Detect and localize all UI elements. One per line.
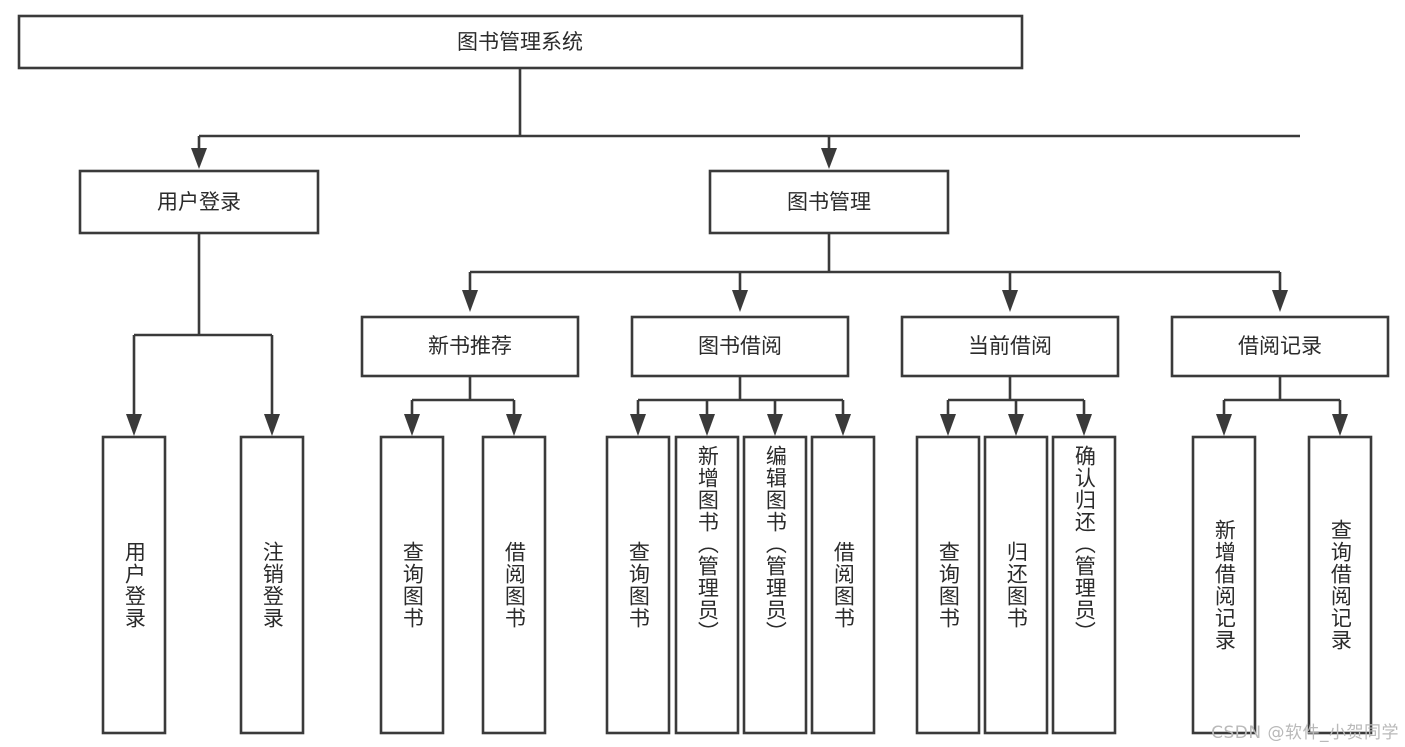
connector-currentborrow-to-leaves	[940, 376, 1092, 436]
leaf-box-current-borrow-2[interactable]	[983, 435, 1049, 735]
connector-borrowrecord-to-leaves	[1216, 376, 1348, 436]
node-book-borrow-label: 图书借阅	[698, 334, 782, 358]
leaf-box-book-borrow-2[interactable]	[674, 435, 740, 735]
leaf-box-current-borrow-3[interactable]	[1051, 435, 1117, 735]
leaf-box-book-borrow-1[interactable]	[605, 435, 671, 735]
watermark-text: CSDN @软件_小贺同学	[1211, 723, 1399, 743]
leaf-box-book-borrow-3[interactable]	[742, 435, 808, 735]
leaf-box-user-login-1[interactable]	[101, 435, 167, 735]
node-current-borrow[interactable]: 当前借阅	[900, 315, 1120, 378]
connector-newbook-to-leaves	[404, 376, 522, 436]
node-borrow-record-label: 借阅记录	[1238, 334, 1322, 358]
leaf-box-borrow-record-2[interactable]	[1307, 435, 1373, 735]
node-root[interactable]: 图书管理系统	[17, 14, 1024, 70]
node-new-book-recommend-label: 新书推荐	[428, 334, 512, 358]
connector-root-to-level2	[191, 68, 1300, 169]
leaf-box-new-book-2[interactable]	[481, 435, 547, 735]
node-new-book-recommend[interactable]: 新书推荐	[360, 315, 580, 378]
node-user-login-label: 用户登录	[157, 190, 241, 214]
leaf-box-user-login-2[interactable]	[239, 435, 305, 735]
leaf-box-current-borrow-1[interactable]	[915, 435, 981, 735]
leaf-box-new-book-1[interactable]	[379, 435, 445, 735]
connector-userlogin-to-leaves	[126, 233, 280, 436]
node-book-management-label: 图书管理	[787, 190, 871, 214]
node-current-borrow-label: 当前借阅	[968, 334, 1052, 358]
node-book-borrow[interactable]: 图书借阅	[630, 315, 850, 378]
node-borrow-record[interactable]: 借阅记录	[1170, 315, 1390, 378]
leaf-box-book-borrow-4[interactable]	[810, 435, 876, 735]
leaf-box-borrow-record-1[interactable]	[1191, 435, 1257, 735]
node-book-management[interactable]: 图书管理	[708, 169, 950, 235]
connector-bookmgmt-to-level3	[462, 233, 1288, 312]
node-root-label: 图书管理系统	[457, 30, 583, 54]
connector-bookborrow-to-leaves	[630, 376, 851, 436]
node-user-login[interactable]: 用户登录	[78, 169, 320, 235]
